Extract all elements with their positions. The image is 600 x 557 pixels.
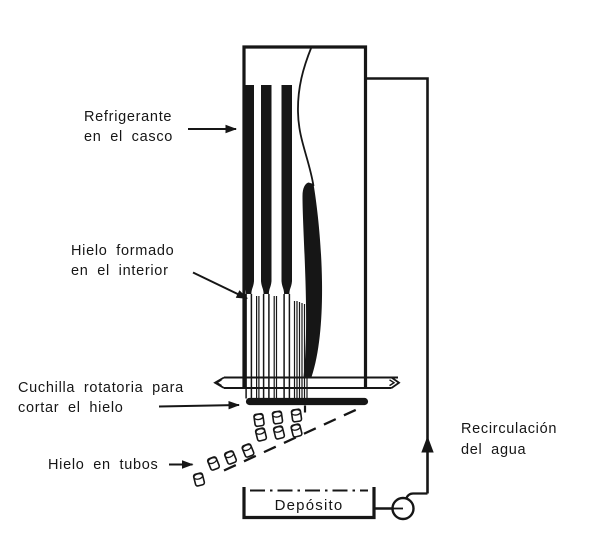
label-recirculation-line1: Recirculación bbox=[461, 421, 558, 437]
label-refrigerant-line2: en el casco bbox=[84, 129, 174, 145]
bottom-flange bbox=[213, 376, 401, 389]
label-ice-formed: Hielo formado en el interior bbox=[71, 241, 174, 281]
cutter-pointer-arrow bbox=[158, 400, 240, 410]
label-ice-in-tubes: Hielo en tubos bbox=[48, 457, 159, 473]
refrigerant-tubes bbox=[243, 85, 292, 294]
pump-icon bbox=[374, 496, 415, 521]
label-ice-formed-line2: en el interior bbox=[71, 263, 169, 279]
label-recirculation-line2: del agua bbox=[461, 442, 527, 458]
label-recirculation: Recirculación del agua bbox=[461, 419, 557, 461]
chute-dashed-line bbox=[223, 406, 362, 472]
rotary-cutter-bar bbox=[245, 397, 369, 413]
label-ice-formed-line1: Hielo formado bbox=[71, 243, 175, 259]
ice-tube-hatching bbox=[245, 294, 308, 399]
label-cutter: Cuchilla rotatoria para cortar el hielo bbox=[18, 378, 184, 418]
water-level-curve bbox=[297, 46, 323, 377]
recirculation-pipe bbox=[365, 77, 429, 500]
ice-formed-pointer-arrow bbox=[192, 271, 248, 300]
label-cutter-line2: cortar el hielo bbox=[18, 400, 124, 416]
label-tank: Depósito bbox=[274, 497, 344, 514]
ice-pellets bbox=[192, 408, 303, 487]
label-cutter-line1: Cuchilla rotatoria para bbox=[18, 380, 184, 396]
flow-arrow-up-icon bbox=[421, 436, 434, 453]
storage-tank bbox=[242, 487, 376, 520]
label-refrigerant: Refrigerante en el casco bbox=[84, 107, 173, 147]
label-refrigerant-line1: Refrigerante bbox=[84, 109, 173, 125]
